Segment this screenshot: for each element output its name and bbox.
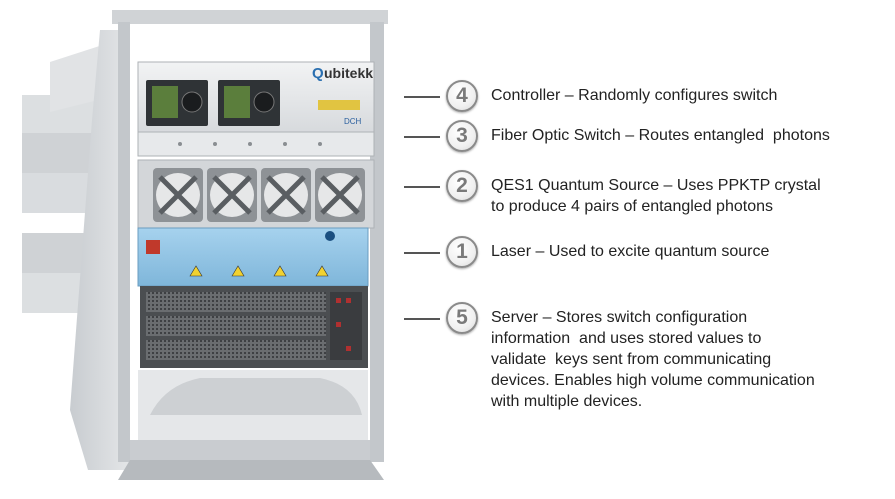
callout-line: to produce 4 pairs of entangled photons: [491, 198, 773, 215]
callout-3: 3 Fiber Optic Switch – Routes entangled p…: [404, 120, 895, 154]
callout-5: 5 Server – Stores switch configuration inf…: [404, 302, 895, 410]
fan-1: [153, 168, 203, 222]
logo-text: ubitekk: [324, 65, 373, 81]
callout-1: 1 Laser – Used to excite quantum source: [404, 236, 895, 270]
leader-line: [404, 186, 440, 188]
callout-line: Controller – Randomly configures switch: [491, 87, 778, 104]
callout-line: validate keys sent from communicating: [491, 351, 772, 368]
fiber-optic-switch-unit: [137, 131, 375, 157]
callout-label: QES1 Quantum Source – Uses PPKTP crystal…: [491, 175, 895, 217]
callout-label: Controller – Randomly configures switch: [491, 85, 895, 106]
callout-line: information and uses stored values to: [491, 330, 762, 347]
callout-label: Laser – Used to excite quantum source: [491, 241, 895, 262]
callout-line: Laser – Used to excite quantum source: [491, 243, 770, 260]
number-badge: 5: [446, 302, 478, 334]
equipment-rack-illustration: Q ubitekk DCH: [22, 10, 388, 480]
leader-line: [404, 318, 440, 320]
callout-label: Fiber Optic Switch – Routes entangled ph…: [491, 125, 895, 146]
rack-side-panel: [70, 30, 130, 470]
quantum-source-unit: [137, 159, 375, 229]
fan-3: [261, 168, 311, 222]
callout-2: 2 QES1 Quantum Source – Uses PPKTP crysta…: [404, 170, 895, 215]
number-badge: 4: [446, 80, 478, 112]
callout-line: Fiber Optic Switch – Routes entangled ph…: [491, 127, 830, 144]
number-badge: 1: [446, 236, 478, 268]
controller-unit: Q ubitekk DCH: [137, 61, 375, 133]
callout-line: with multiple devices.: [491, 393, 643, 410]
laser-unit: [137, 227, 369, 287]
leader-line: [404, 252, 440, 254]
number-badge: 3: [446, 120, 478, 152]
callout-line: QES1 Quantum Source – Uses PPKTP crystal: [491, 177, 821, 194]
fan-4: [315, 168, 365, 222]
number-badge: 2: [446, 170, 478, 202]
fan-2: [207, 168, 257, 222]
leader-line: [404, 136, 440, 138]
callout-label: Server – Stores switch configuration info…: [491, 307, 895, 412]
logo-subtext: DCH: [344, 117, 362, 126]
callout-4: 4 Controller – Randomly configures switch: [404, 80, 895, 114]
leader-line: [404, 96, 440, 98]
callout-line: Server – Stores switch configuration: [491, 309, 748, 326]
callout-line: devices. Enables high volume communicati…: [491, 372, 815, 389]
server-unit: [140, 286, 368, 368]
logo-initial: Q: [312, 65, 324, 82]
